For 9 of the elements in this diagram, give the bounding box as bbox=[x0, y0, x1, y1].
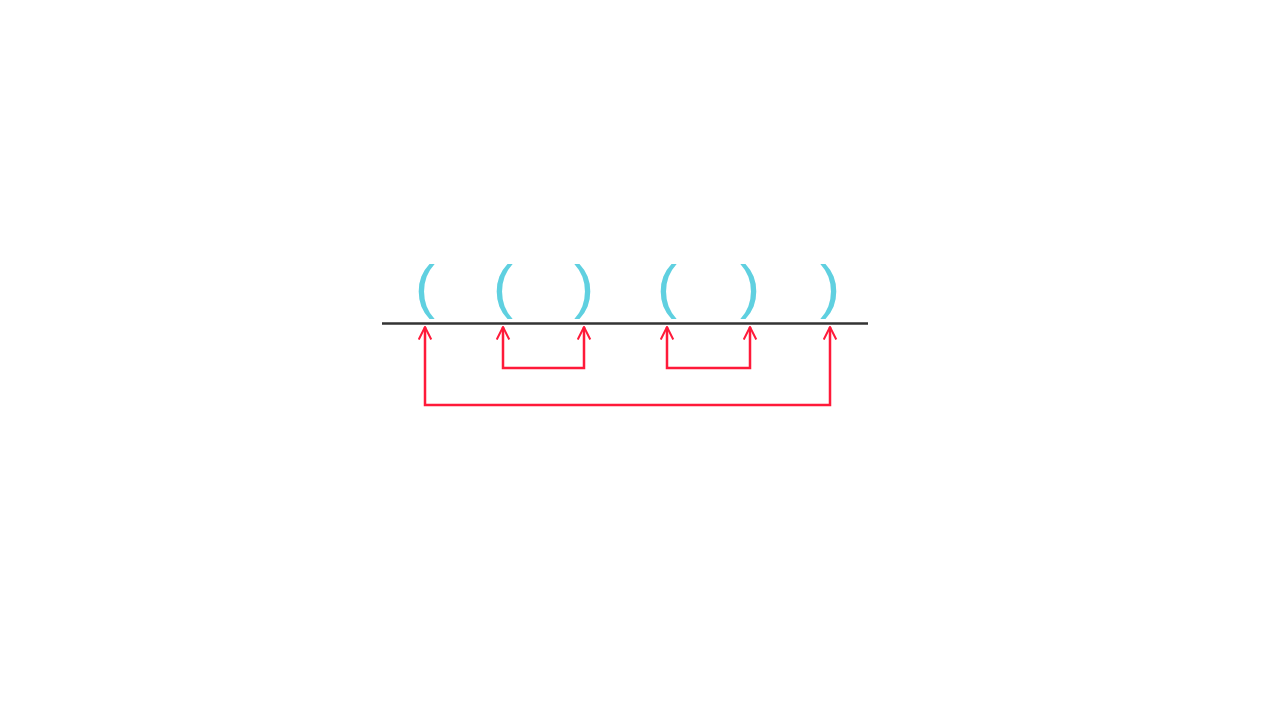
parenthesis: ) bbox=[810, 252, 850, 322]
arrow bbox=[659, 326, 758, 370]
parenthesis: ) bbox=[730, 252, 770, 322]
parenthesis: ( bbox=[483, 252, 523, 322]
arrow bbox=[495, 326, 592, 370]
parenthesis: ( bbox=[647, 252, 687, 322]
arrow bbox=[417, 326, 838, 407]
parenthesis: ) bbox=[564, 252, 604, 322]
parenthesis: ( bbox=[405, 252, 445, 322]
